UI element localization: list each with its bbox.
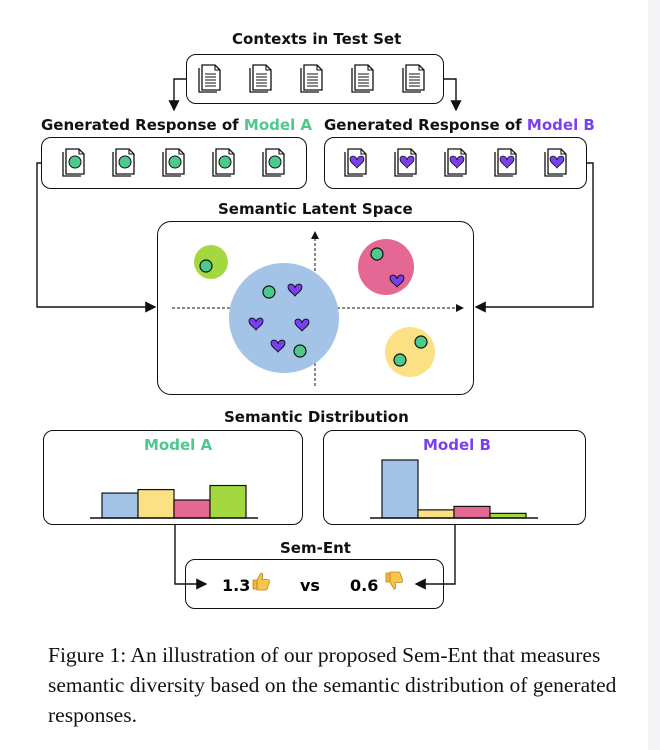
sement-title: Sem-Ent — [280, 539, 351, 557]
document-heart-icon — [394, 148, 417, 177]
latent-space — [172, 231, 464, 386]
arrow-b-to-latent — [474, 162, 594, 313]
document-heart-icon — [444, 148, 467, 177]
point-a — [370, 247, 384, 261]
model-b-responses-title: Generated Response of Model B — [324, 116, 595, 134]
point-a — [199, 259, 213, 273]
responses-prefix-a: Generated Response of — [41, 116, 244, 134]
arrow-b-to-sement — [414, 525, 456, 590]
arrow-a-to-latent — [36, 162, 157, 313]
cluster-yellow — [385, 327, 435, 377]
sement-value-a: 1.3 — [222, 576, 251, 595]
arrow-contexts-to-b — [444, 78, 462, 112]
document-circle-icon — [212, 148, 235, 177]
point-a — [393, 353, 407, 367]
document-icon — [249, 64, 272, 93]
figure-caption: Figure 1: An illustration of our propose… — [48, 643, 617, 727]
model-a-bars — [101, 484, 247, 519]
arrow-contexts-to-a — [168, 78, 186, 112]
sement-box — [185, 559, 444, 609]
model-b-bars — [381, 459, 527, 519]
model-a-responses-title: Generated Response of Model A — [41, 116, 312, 134]
diagram-graphics — [36, 64, 594, 591]
point-a — [262, 285, 276, 299]
document-icon — [402, 64, 425, 93]
connector-arrows — [36, 78, 594, 590]
document-heart-icon — [344, 148, 367, 177]
arrow-a-to-sement — [174, 525, 208, 590]
point-a — [293, 344, 307, 358]
model-b-distribution-label: Model B — [423, 436, 491, 454]
document-heart-icon — [544, 148, 567, 177]
cluster-blue — [229, 263, 339, 373]
distribution-title: Semantic Distribution — [224, 408, 409, 426]
model-a-name: Model A — [243, 116, 313, 134]
contexts-title: Contexts in Test Set — [232, 30, 402, 48]
sement-value-b: 0.6 — [350, 576, 379, 595]
page-margin-strip — [648, 0, 660, 750]
model-b-name: Model B — [526, 116, 595, 134]
model-a-bar — [137, 488, 175, 519]
document-circle-icon — [112, 148, 135, 177]
model-a-distribution-label: Model A — [144, 436, 213, 454]
document-circle-icon — [262, 148, 285, 177]
model-a-bar — [209, 484, 247, 519]
model-b-bar — [453, 505, 491, 519]
model-a-bar — [101, 492, 139, 519]
document-circle-icon — [62, 148, 85, 177]
model-a-bar — [173, 499, 211, 519]
point-a — [414, 335, 428, 349]
document-heart-icon — [494, 148, 517, 177]
model-b-docs — [344, 148, 567, 177]
model-a-docs — [62, 148, 285, 177]
model-b-bar — [381, 459, 419, 519]
document-icon — [351, 64, 374, 93]
thumbs-down-icon — [385, 571, 403, 590]
responses-prefix-b: Generated Response of — [324, 116, 527, 134]
model-b-bar — [417, 509, 455, 519]
cluster-pink — [358, 239, 414, 295]
thumbs-up-icon — [252, 572, 270, 591]
latent-space-title: Semantic Latent Space — [218, 200, 413, 218]
sement-vs: vs — [300, 576, 320, 595]
document-icon — [300, 64, 323, 93]
document-icon — [198, 64, 221, 93]
context-docs — [198, 64, 425, 93]
document-circle-icon — [162, 148, 185, 177]
